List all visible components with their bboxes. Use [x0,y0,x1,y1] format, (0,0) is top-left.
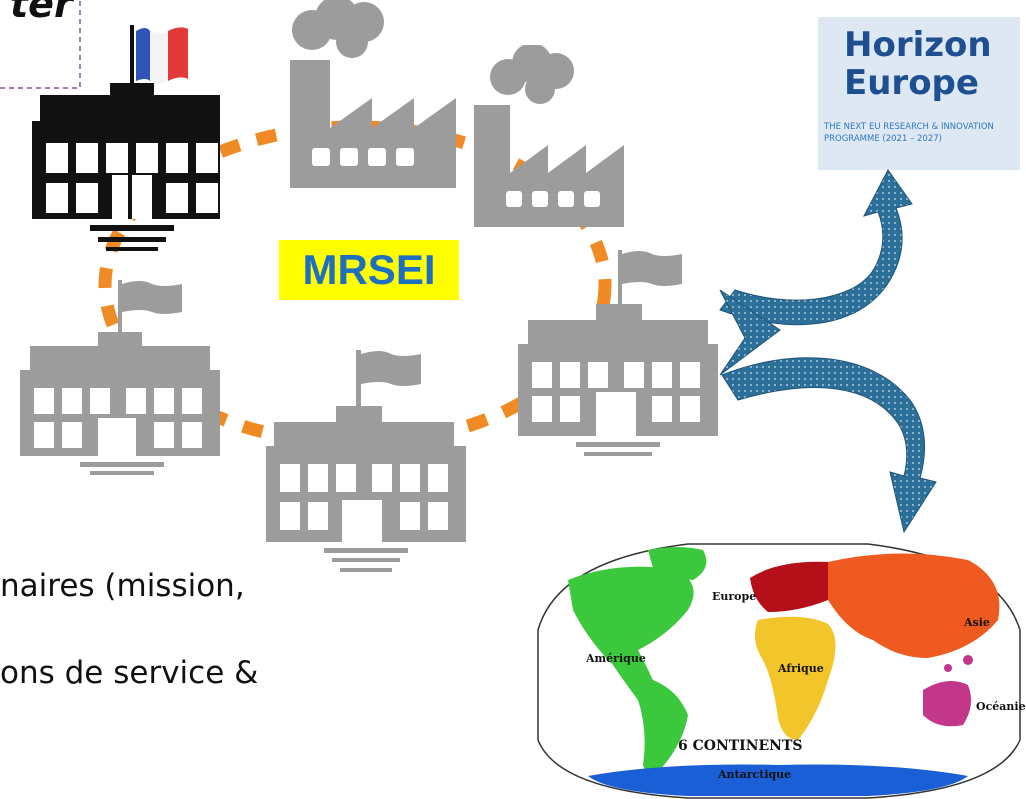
partial-heading-text: ter [10,0,73,26]
horizon-title: Horizon [844,25,992,65]
label-asia: Asie [963,616,990,629]
label-europe: Europe [712,590,756,603]
mrsei-label: MRSEI [279,240,459,300]
world-map: Europe Asie Amérique Afrique Océanie Ant… [537,543,1026,799]
horizon-europe-logo: Horizon Europe THE NEXT EU RESEARCH & IN… [818,17,1020,170]
label-africa: Afrique [777,662,824,675]
body-text-line: naires (mission, [0,568,245,604]
body-text-line: ons de service & [0,655,259,691]
factory-icon [290,0,456,188]
label-oceania: Océanie [976,700,1026,713]
french-flag-icon [136,27,188,83]
curved-arrow-icon [719,169,937,534]
institution-black-icon [32,25,220,251]
factory-icon [474,45,624,227]
institution-gray-icon [518,250,718,456]
map-caption: 6 CONTINENTS [678,738,803,754]
horizon-title: Europe [844,63,979,103]
horizon-subtitle: THE NEXT EU RESEARCH & INNOVATION PROGRA… [824,122,994,144]
label-antarctica: Antarctique [717,768,791,781]
institution-gray-icon [20,280,220,475]
institution-gray-icon [266,350,466,572]
label-america: Amérique [585,652,646,665]
dashed-box [0,0,81,89]
